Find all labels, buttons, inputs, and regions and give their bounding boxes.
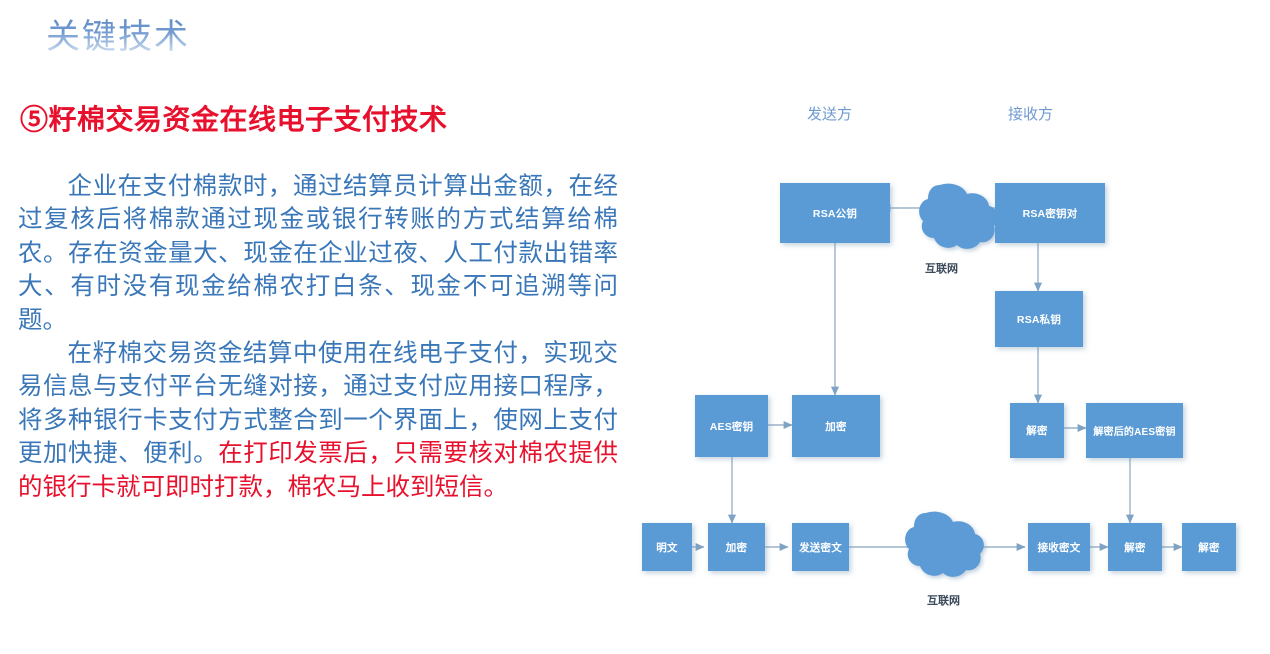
paragraph-2-red-text: 在打印发票后，只需要核对棉农提供的银行卡就可即时打款，棉农马上收到短信。 [18, 440, 619, 501]
node-receive-ciphertext[interactable]: 接收密文 [1028, 523, 1090, 571]
internet-label-top: 互联网 [925, 263, 958, 275]
body-paragraph-1: 企业在支付棉款时，通过结算员计算出金额，在经过复核后将棉款通过现金或银行转账的方… [18, 170, 618, 337]
paragraph-1-text: 企业在支付棉款时，通过结算员计算出金额，在经过复核后将棉款通过现金或银行转账的方… [18, 173, 618, 334]
sender-label: 发送方 [807, 106, 853, 123]
node-rsa-private-key[interactable]: RSA私钥 [995, 291, 1083, 347]
node-decrypt-result[interactable]: 解密 [1182, 523, 1236, 571]
internet-label-bottom: 互联网 [927, 595, 960, 607]
node-decrypt-data[interactable]: 解密 [1108, 523, 1162, 571]
internet-cloud-bottom [905, 511, 984, 577]
node-rsa-key-pair[interactable]: RSA密钥对 [995, 183, 1105, 243]
receiver-label: 接收方 [1008, 106, 1054, 123]
node-aes-key[interactable]: AES密钥 [695, 395, 768, 457]
diagram-connectors [692, 183, 1183, 577]
node-decrypted-aes-key[interactable]: 解密后的AES密钥 [1086, 403, 1183, 458]
encryption-flow-diagram: 发送方 接收方 互联网 互联网 RSA公钥 RSA密钥对 RSA私钥 AES密钥… [620, 95, 1270, 635]
node-rsa-public-key[interactable]: RSA公钥 [780, 183, 890, 243]
section-heading: ⑤籽棉交易资金在线电子支付技术 [20, 105, 448, 136]
node-send-ciphertext[interactable]: 发送密文 [792, 523, 849, 571]
node-plaintext[interactable]: 明文 [642, 523, 692, 571]
node-decrypt-aes-key[interactable]: 解密 [1010, 403, 1064, 458]
internet-cloud-top [919, 183, 998, 249]
paragraph-2-blue-text: 在籽棉交易资金结算中使用在线电子支付，实现交易信息与支付平台无缝对接，通过支付应… [18, 340, 618, 468]
node-encrypt-data[interactable]: 加密 [708, 523, 765, 571]
node-encrypt-aes-key[interactable]: 加密 [792, 395, 880, 457]
slide-title: 关键技术 [46, 9, 190, 58]
body-paragraph-2: 在籽棉交易资金结算中使用在线电子支付，实现交易信息与支付平台无缝对接，通过支付应… [18, 337, 618, 504]
